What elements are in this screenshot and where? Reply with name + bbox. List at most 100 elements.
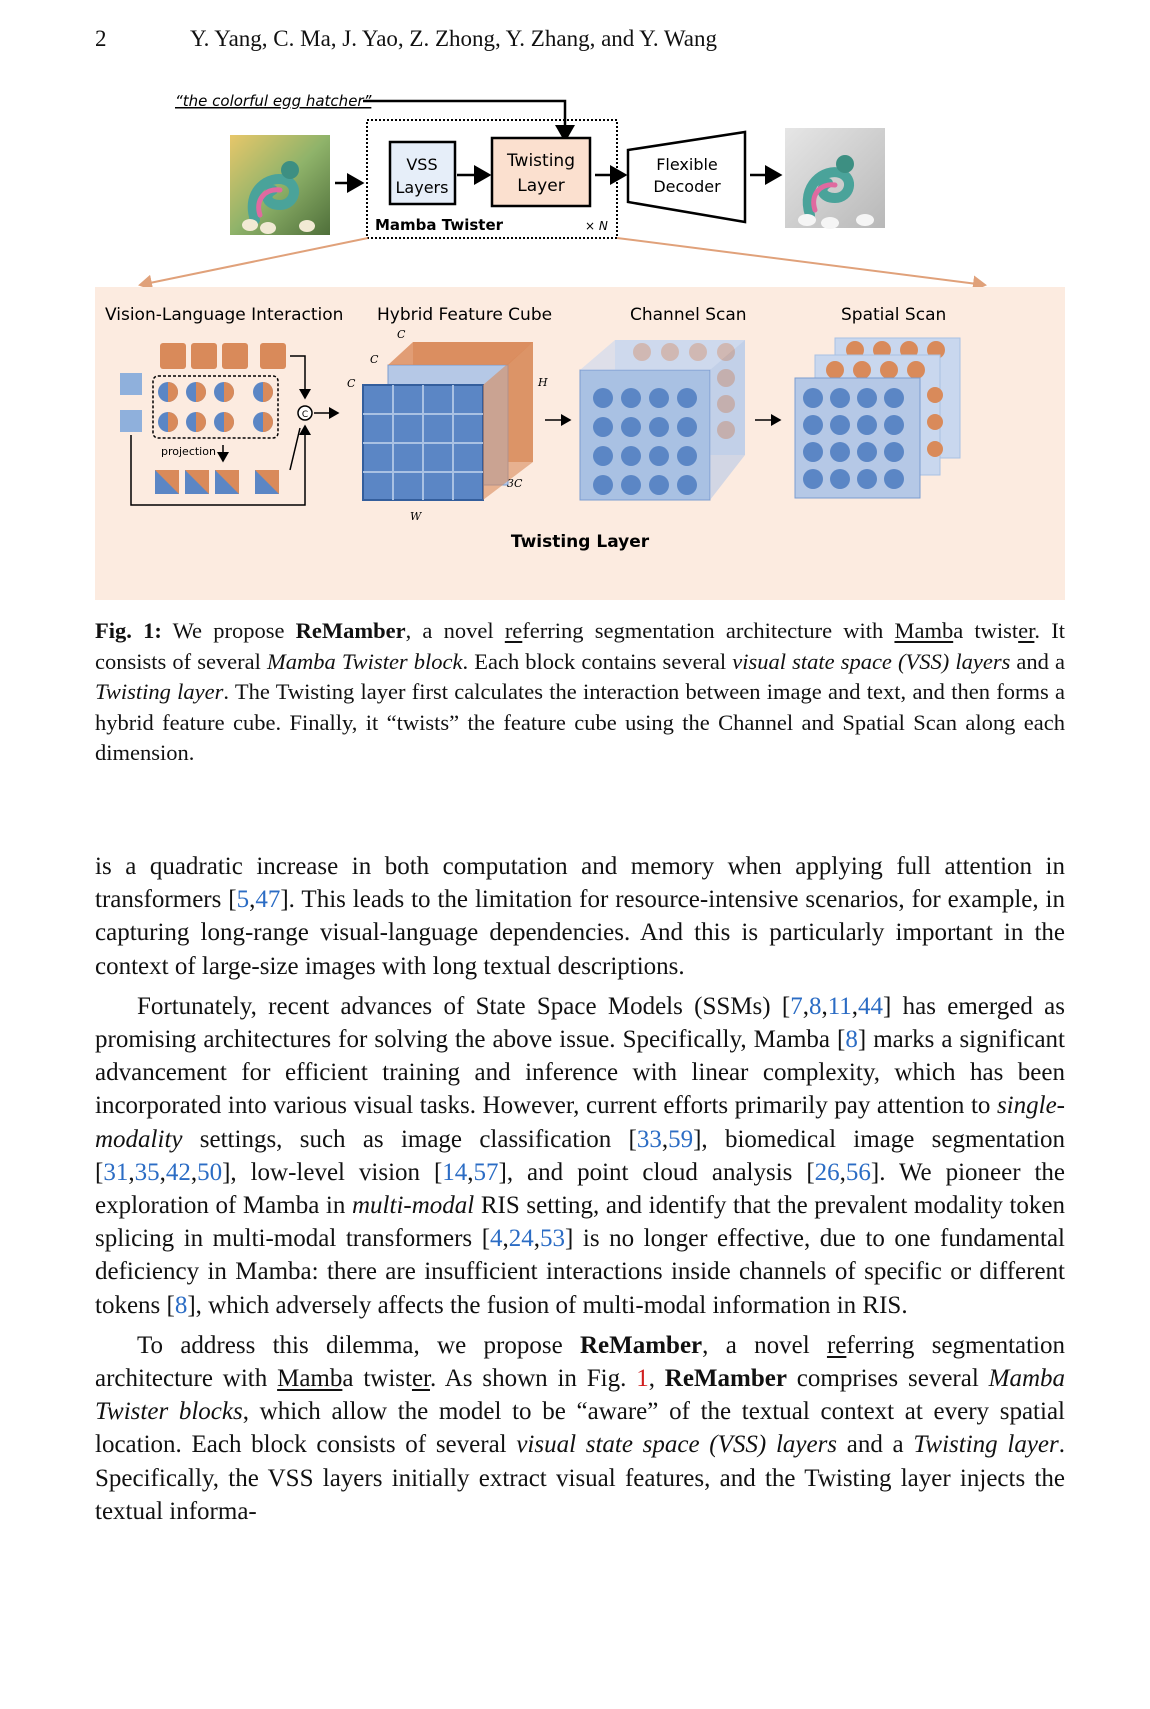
dim-h-label: H bbox=[537, 376, 548, 389]
citation-link[interactable]: 7 bbox=[790, 992, 803, 1020]
caption-underline: re bbox=[504, 618, 523, 643]
text: ], and point cloud analysis [ bbox=[498, 1158, 815, 1186]
underline: re bbox=[826, 1331, 847, 1359]
underline: er bbox=[411, 1365, 430, 1393]
dim-w-label: W bbox=[410, 510, 423, 523]
spatial-scan-diagram bbox=[794, 337, 961, 499]
panel-title-cube: Hybrid Feature Cube bbox=[377, 305, 552, 325]
text: ] marks a significant advancement for ef… bbox=[95, 1026, 1065, 1120]
citation-link[interactable]: 56 bbox=[845, 1158, 871, 1186]
vss-label: VSS bbox=[406, 155, 437, 174]
text: a twist bbox=[342, 1365, 412, 1393]
text: is a quadratic increase in both computat… bbox=[95, 853, 1065, 914]
text: To address this dilemma, we propose bbox=[137, 1331, 580, 1359]
figure-caption: Fig. 1: We propose ReMamber, a novel ref… bbox=[95, 616, 1065, 769]
caption-emphasis: visual state space (VSS) layers bbox=[732, 648, 1011, 674]
text: , which allow the model to be “aware” of… bbox=[95, 1398, 1065, 1459]
citation-link[interactable]: 26 bbox=[814, 1158, 840, 1186]
output-image bbox=[785, 128, 885, 229]
citation-link[interactable]: 44 bbox=[858, 992, 884, 1020]
projection-label: projection bbox=[161, 445, 216, 458]
panel-footer: Twisting Layer bbox=[511, 532, 650, 552]
page-number: 2 bbox=[95, 26, 107, 51]
concat-symbol: C bbox=[302, 410, 308, 420]
text: ]. This leads to the limitation for reso… bbox=[95, 886, 1065, 980]
dim-c-label-3: C bbox=[347, 377, 356, 390]
text: . Specifically, the VSS layers initially… bbox=[95, 1431, 1065, 1525]
citation-link[interactable]: 14 bbox=[442, 1158, 468, 1186]
citation-link[interactable]: 31 bbox=[103, 1158, 129, 1186]
text: , bbox=[648, 1365, 665, 1393]
text: RIS setting, and identify that the preva… bbox=[95, 1192, 1065, 1253]
text: Fortunately, recent advances of State Sp… bbox=[137, 992, 791, 1020]
caption-emphasis: Mamba Twister block bbox=[267, 648, 463, 674]
emphasis: Mamba Twister blocks bbox=[95, 1365, 1066, 1426]
panel-title-spatial: Spatial Scan bbox=[841, 305, 946, 325]
text: and a bbox=[837, 1431, 914, 1459]
emphasis: multi-modal bbox=[352, 1192, 475, 1220]
text: ], low-level vision [ bbox=[222, 1158, 443, 1186]
citation-link[interactable]: 11 bbox=[827, 992, 852, 1020]
citation-link[interactable]: 33 bbox=[636, 1125, 662, 1153]
panel-title-channel: Channel Scan bbox=[630, 305, 747, 325]
citation-link[interactable]: 50 bbox=[197, 1158, 223, 1186]
caption-text: . Each block contains several bbox=[462, 648, 733, 674]
emphasis: single-modality bbox=[95, 1092, 1065, 1153]
decoder-label-2: Decoder bbox=[653, 177, 721, 196]
figure-1: “the colorful egg hatcher” VSS Layers Tw… bbox=[95, 92, 1065, 600]
paragraph-2: Fortunately, recent advances of State Sp… bbox=[95, 992, 1066, 1319]
author-list: Y. Yang, C. Ma, J. Yao, Z. Zhong, Y. Zha… bbox=[190, 26, 717, 51]
vss-label-2: Layers bbox=[396, 178, 449, 197]
caption-text: . The Twisting layer first calculates th… bbox=[95, 679, 1066, 765]
text: ferring segmentation architecture with bbox=[95, 1331, 1065, 1393]
mamba-twister-label: Mamba Twister bbox=[375, 216, 504, 234]
text: ], biomedical image segmentation [ bbox=[95, 1125, 1065, 1186]
flexible-decoder bbox=[626, 130, 747, 224]
citation-link[interactable]: 8 bbox=[808, 992, 822, 1020]
channel-scan-diagram bbox=[579, 340, 745, 501]
emphasis: Twisting layer bbox=[913, 1431, 1059, 1459]
citation-link[interactable]: 8 bbox=[174, 1291, 188, 1319]
caption-label: Fig. 1: bbox=[95, 618, 162, 643]
citation-link[interactable]: 47 bbox=[255, 886, 281, 914]
citation-link[interactable]: 24 bbox=[508, 1225, 534, 1253]
citation-link[interactable]: 5 bbox=[236, 886, 250, 914]
caption-text: , a novel bbox=[405, 618, 505, 643]
caption-text: . It consists of several bbox=[95, 618, 1065, 674]
caption-text: and a bbox=[1010, 648, 1065, 674]
caption-text: ferring segmentation architecture with bbox=[522, 618, 895, 643]
text: comprises several bbox=[786, 1365, 989, 1393]
text: ]. We pioneer the exploration of Mamba i… bbox=[95, 1158, 1065, 1220]
twist-label-2: Layer bbox=[517, 176, 564, 196]
text: ], which adversely affects the fusion of… bbox=[187, 1291, 908, 1319]
body-text: is a quadratic increase in both computat… bbox=[95, 850, 1065, 1535]
citation-link[interactable]: 35 bbox=[134, 1158, 160, 1186]
twisting-layer-box bbox=[490, 136, 592, 208]
citation-link[interactable]: 8 bbox=[845, 1026, 858, 1054]
text: settings, such as image classification [ bbox=[182, 1125, 637, 1153]
citation-link[interactable]: 4 bbox=[490, 1225, 503, 1253]
caption-emphasis: Twisting layer bbox=[95, 679, 224, 704]
method-name: ReMamber bbox=[579, 1331, 703, 1359]
method-name: ReMamber bbox=[664, 1365, 787, 1393]
dim-3c-label: 3C bbox=[507, 477, 523, 490]
prompt-text: “the colorful egg hatcher” bbox=[175, 92, 372, 110]
vl-interaction-diagram: projection C bbox=[120, 343, 340, 506]
citation-link[interactable]: 57 bbox=[473, 1158, 499, 1186]
text: ] is no longer effective, due to one fun… bbox=[95, 1225, 1066, 1319]
citation-link[interactable]: 59 bbox=[668, 1125, 694, 1153]
citation-link[interactable]: 53 bbox=[540, 1225, 566, 1253]
vss-layers-box bbox=[388, 140, 457, 206]
method-name: ReMamber bbox=[295, 618, 406, 643]
paragraph-1: is a quadratic increase in both computat… bbox=[95, 853, 1065, 980]
text: , a novel bbox=[702, 1331, 827, 1359]
citation-link[interactable]: 42 bbox=[165, 1158, 191, 1186]
caption-text: a twist bbox=[953, 618, 1019, 643]
text: ] has emerged as promising architectures… bbox=[95, 992, 1065, 1054]
dim-c-label: C bbox=[397, 328, 406, 341]
underline: Mamb bbox=[277, 1365, 343, 1393]
emphasis: visual state space (VSS) layers bbox=[516, 1431, 838, 1459]
figure-ref-link[interactable]: 1 bbox=[636, 1365, 649, 1393]
paragraph-3: To address this dilemma, we propose ReMa… bbox=[95, 1329, 1065, 1528]
caption-text: We propose bbox=[161, 618, 296, 643]
